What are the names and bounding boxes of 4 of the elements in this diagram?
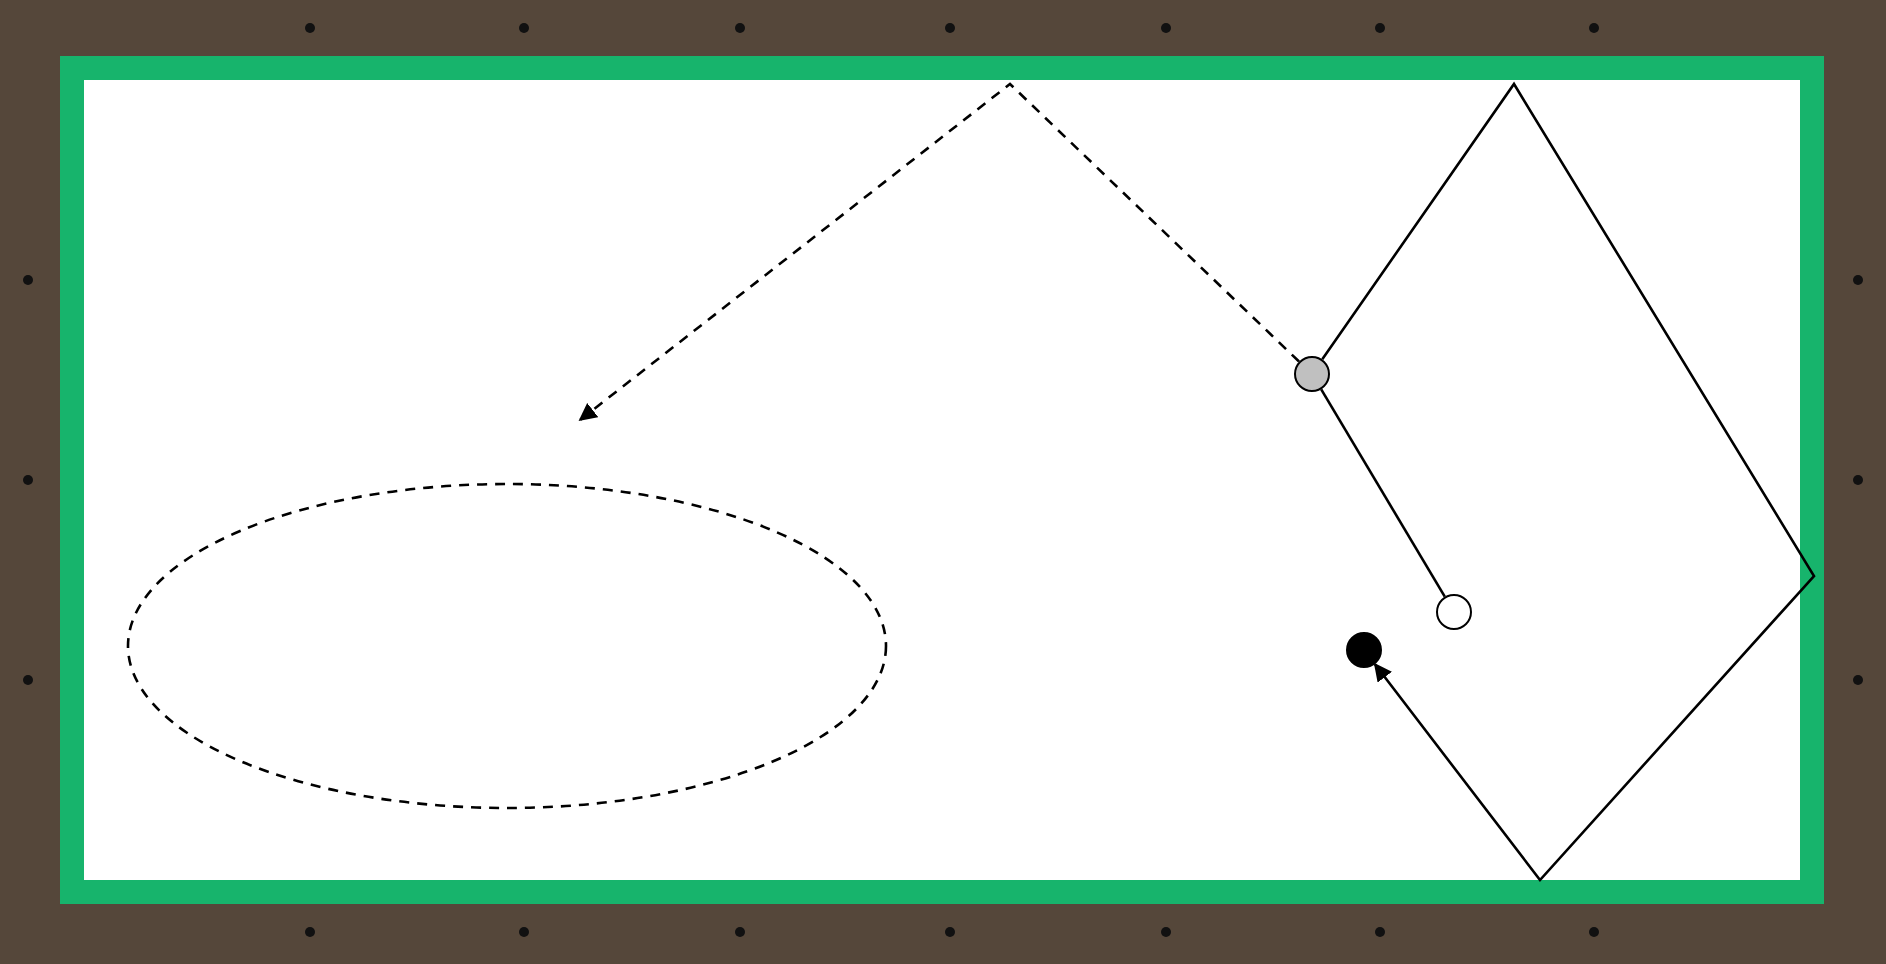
target-area — [126, 482, 888, 810]
path-arrow — [578, 82, 1300, 422]
path-arrow — [1321, 81, 1816, 883]
path-line — [1320, 388, 1446, 598]
